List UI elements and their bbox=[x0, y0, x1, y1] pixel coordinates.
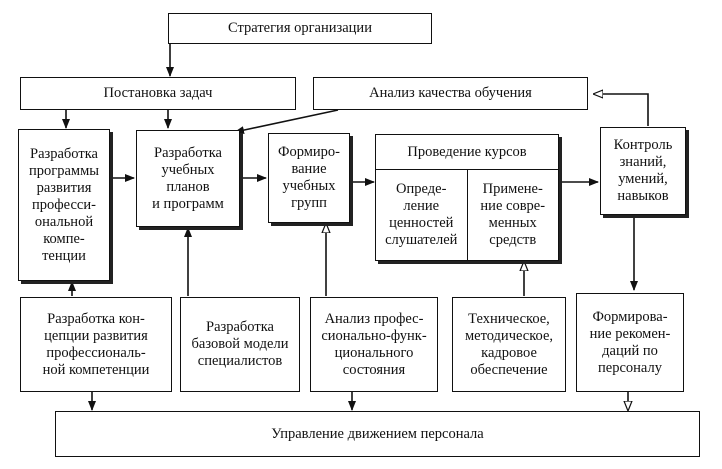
strategy-box: Стратегия организации bbox=[168, 13, 432, 44]
groups-label: Формиро- вание учебных групп bbox=[277, 144, 340, 211]
tools-cell: Примене- ние совре- менных средств bbox=[468, 170, 559, 260]
quality-label: Анализ качества обучения bbox=[369, 85, 532, 101]
courses-header: Проведение курсов bbox=[376, 135, 558, 170]
program-box: Разработка программы развития професси- … bbox=[18, 129, 110, 281]
values-label: Опреде- ление ценностей слушателей bbox=[385, 181, 458, 248]
tasks-label: Постановка задач bbox=[103, 85, 213, 101]
groups-box: Формиро- вание учебных групп bbox=[268, 133, 350, 223]
model-box: Разработка базовой модели специалистов bbox=[180, 297, 300, 392]
recs-label: Формирова- ние рекомен- даций по персона… bbox=[589, 308, 671, 376]
values-cell: Опреде- ление ценностей слушателей bbox=[376, 170, 468, 260]
arrow-quality-plans bbox=[234, 109, 339, 135]
control-box: Контроль знаний, умений, навыков bbox=[600, 127, 686, 215]
recs-box: Формирова- ние рекомен- даций по персона… bbox=[576, 293, 684, 392]
concept-label: Разработка кон- цепции развития професси… bbox=[42, 310, 150, 378]
tools-label: Примене- ние совре- менных средств bbox=[480, 181, 546, 248]
program-label: Разработка программы развития професси- … bbox=[29, 145, 99, 264]
model-label: Разработка базовой модели специалистов bbox=[191, 319, 289, 369]
courses-label: Проведение курсов bbox=[407, 143, 527, 160]
plans-box: Разработка учебных планов и программ bbox=[136, 130, 240, 227]
concept-box: Разработка кон- цепции развития професси… bbox=[20, 297, 172, 392]
movement-box: Управление движением персонала bbox=[55, 411, 700, 457]
analysis-label: Анализ профес- сионально-функ- ционально… bbox=[321, 310, 427, 378]
quality-box: Анализ качества обучения bbox=[313, 77, 588, 110]
courses-box: Проведение курсов Опреде- ление ценносте… bbox=[375, 134, 559, 261]
analysis-box: Анализ профес- сионально-функ- ционально… bbox=[310, 297, 438, 392]
plans-label: Разработка учебных планов и программ bbox=[152, 144, 224, 212]
arrow-control-quality bbox=[594, 94, 649, 126]
support-label: Техническое, методическое, кадровое обес… bbox=[464, 310, 554, 378]
support-box: Техническое, методическое, кадровое обес… bbox=[452, 297, 566, 392]
strategy-label: Стратегия организации bbox=[228, 20, 372, 36]
control-label: Контроль знаний, умений, навыков bbox=[613, 137, 673, 204]
tasks-box: Постановка задач bbox=[20, 77, 296, 110]
movement-label: Управление движением персонала bbox=[271, 425, 484, 442]
